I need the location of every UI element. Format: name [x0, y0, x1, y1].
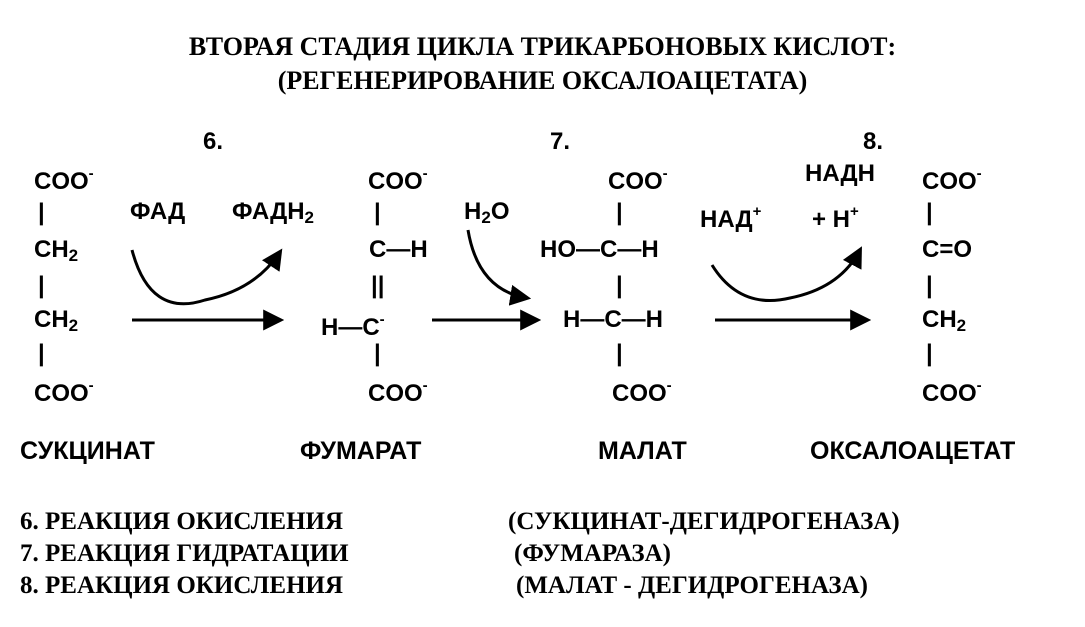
- title-line-1: ВТОРАЯ СТАДИЯ ЦИКЛА ТРИКАРБОНОВЫХ КИСЛОТ…: [188, 32, 897, 61]
- legend-row-8: 8. РЕАКЦИЯ ОКИСЛЕНИЯ (МАЛАТ - ДЕГИДРОГЕН…: [20, 570, 868, 602]
- step-8-label: 8.: [863, 128, 884, 155]
- cofactor-nad: НАД+: [700, 203, 762, 233]
- oxaloacetate-coo-bottom: COO-: [922, 377, 982, 407]
- malate-hoch-row: HO—C—H: [540, 236, 659, 263]
- curved-arrow-water: [466, 229, 532, 306]
- legend-row-7: 7. РЕАКЦИЯ ГИДРАТАЦИИ (ФУМАРАЗА): [20, 538, 671, 570]
- legend-reaction-7: 7. РЕАКЦИЯ ГИДРАТАЦИИ: [20, 540, 349, 567]
- legend-enzyme-8: (МАЛАТ - ДЕГИДРОГЕНАЗА): [516, 572, 868, 599]
- fumarate-coo-bottom: COO-: [368, 377, 428, 407]
- legend-enzyme-7: (ФУМАРАЗА): [514, 540, 671, 567]
- legend-row-6: 6. РЕАКЦИЯ ОКИСЛЕНИЯ (СУКЦИНАТ-ДЕГИДРОГЕ…: [20, 506, 900, 538]
- oxaloacetate-coo-top: COO-: [922, 165, 982, 195]
- curved-arrow-fad: [130, 248, 283, 306]
- curved-arrow-nad: [710, 246, 862, 303]
- fumarate-double-bond: ||: [371, 272, 385, 299]
- fumarate-hc-row: H—C-: [321, 311, 385, 341]
- name-malate: МАЛАТ: [598, 437, 687, 465]
- succinate-bond-1: |: [38, 199, 45, 226]
- oxaloacetate-ch2-row: CH2: [922, 306, 967, 335]
- fumarate-coo-top: COO-: [368, 165, 428, 195]
- diagram-title: ВТОРАЯ СТАДИЯ ЦИКЛА ТРИКАРБОНОВЫХ КИСЛОТ…: [0, 30, 1085, 98]
- succinate-bond-3: |: [38, 340, 45, 367]
- succinate-coo-bottom: COO-: [34, 377, 94, 407]
- legend-reaction-8: 8. РЕАКЦИЯ ОКИСЛЕНИЯ: [20, 572, 344, 599]
- malate-hch-row: H—C—H: [563, 306, 663, 333]
- legend-enzyme-6: (СУКЦИНАТ-ДЕГИДРОГЕНАЗА): [508, 508, 900, 535]
- name-fumarate: ФУМАРАТ: [300, 437, 422, 465]
- malate-bond-1: |: [616, 199, 623, 226]
- step-6-label: 6.: [203, 128, 224, 155]
- oxaloacetate-bond-1: |: [926, 199, 933, 226]
- fumarate-bond-1: |: [374, 199, 381, 226]
- cofactor-water: Н2О: [464, 198, 510, 227]
- malate-coo-bottom: COO-: [612, 377, 672, 407]
- cofactor-nadh: НАДН: [805, 160, 875, 187]
- succinate-coo-top: COO-: [34, 165, 94, 195]
- succinate-bond-2: |: [38, 272, 45, 299]
- succinate-ch2-a: CH2: [34, 236, 79, 265]
- cofactor-fadh2: ФАДН2: [232, 198, 315, 227]
- reaction-legend: 6. РЕАКЦИЯ ОКИСЛЕНИЯ (СУКЦИНАТ-ДЕГИДРОГЕ…: [20, 506, 900, 602]
- title-line-2: (РЕГЕНЕРИРОВАНИЕ ОКСАЛОАЦЕТАТА): [277, 66, 808, 95]
- oxaloacetate-bond-3: |: [926, 340, 933, 367]
- malate-bond-2: |: [616, 272, 623, 299]
- name-succinate: СУКЦИНАТ: [20, 437, 155, 465]
- step-7-label: 7.: [550, 128, 571, 155]
- name-oxaloacetate: ОКСАЛОАЦЕТАТ: [810, 437, 1016, 465]
- cofactor-h-plus: + Н+: [812, 203, 859, 233]
- fumarate-bond-3: |: [374, 340, 381, 367]
- fumarate-ch-row: C—H: [369, 236, 428, 263]
- cofactor-fad: ФАД: [130, 198, 186, 225]
- malate-bond-3: |: [616, 340, 623, 367]
- legend-reaction-6: 6. РЕАКЦИЯ ОКИСЛЕНИЯ: [20, 508, 344, 535]
- malate-coo-top: COO-: [608, 165, 668, 195]
- oxaloacetate-bond-2: |: [926, 272, 933, 299]
- succinate-ch2-b: CH2: [34, 306, 79, 335]
- oxaloacetate-carbonyl-row: C=O: [922, 236, 973, 263]
